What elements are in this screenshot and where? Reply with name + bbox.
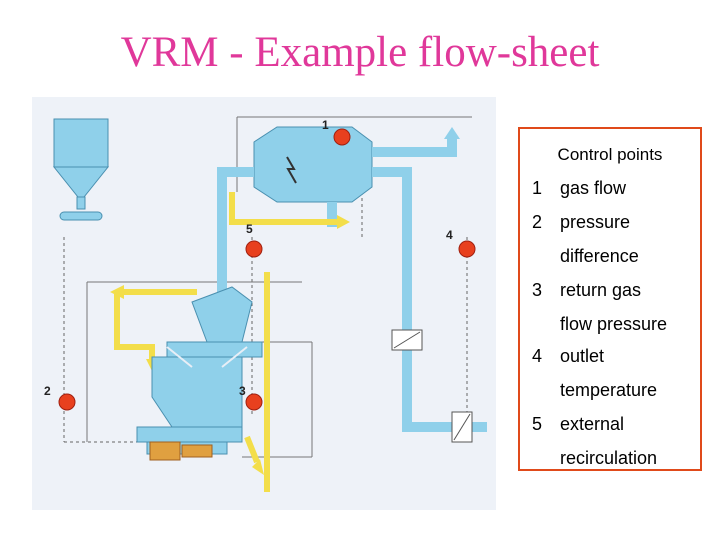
point-label-4: 4: [446, 228, 453, 242]
recirculation-ducts: [114, 192, 337, 492]
legend-item-number: 2: [532, 212, 543, 232]
vertical-roller-mill: [136, 286, 263, 455]
legend-item-number: 1: [532, 178, 543, 198]
page-title: VRM - Example flow-sheet: [120, 29, 600, 76]
legend-title: Control points: [557, 145, 663, 164]
control-point-markers: [58, 128, 476, 411]
legend-item-text: flow pressure: [560, 314, 668, 334]
legend-item-text: return gas: [560, 280, 642, 300]
mill-drive: [149, 441, 213, 461]
legend-item-text: difference: [560, 246, 639, 266]
control-points-legend: Control points 1 gas flow 2 pressure differ…: [518, 127, 702, 471]
filter: [253, 126, 373, 203]
legend-item-text: outlet: [560, 346, 605, 366]
legend-item-number: 4: [532, 346, 543, 366]
legend-item-text: external: [560, 414, 625, 434]
point-label-1: 1: [322, 118, 329, 132]
legend-item-text: gas flow: [560, 178, 627, 198]
point-label-2: 2: [44, 384, 51, 398]
legend-item-number: 5: [532, 414, 543, 434]
feed-hopper: [52, 118, 110, 221]
gas-ducts: [217, 137, 487, 432]
legend-item-text: recirculation: [560, 448, 658, 468]
legend-item-number: 3: [532, 280, 543, 300]
legend-item-4: 4 outlet temperature: [532, 339, 657, 407]
legend-item-text: pressure: [560, 212, 631, 232]
point-label-3: 3: [239, 384, 246, 398]
legend-item-3: 3 return gas flow pressure: [532, 273, 667, 341]
flow-sheet-diagram: 1 2 3 4 5: [32, 97, 496, 510]
point-label-5: 5: [246, 222, 253, 236]
stack-arrow: [444, 127, 460, 139]
legend-item-2: 2 pressure difference: [532, 205, 639, 273]
legend-item-text: temperature: [560, 380, 658, 400]
legend-item-5: 5 external recirculation: [532, 407, 657, 475]
legend-item-1: 1 gas flow: [532, 171, 626, 205]
